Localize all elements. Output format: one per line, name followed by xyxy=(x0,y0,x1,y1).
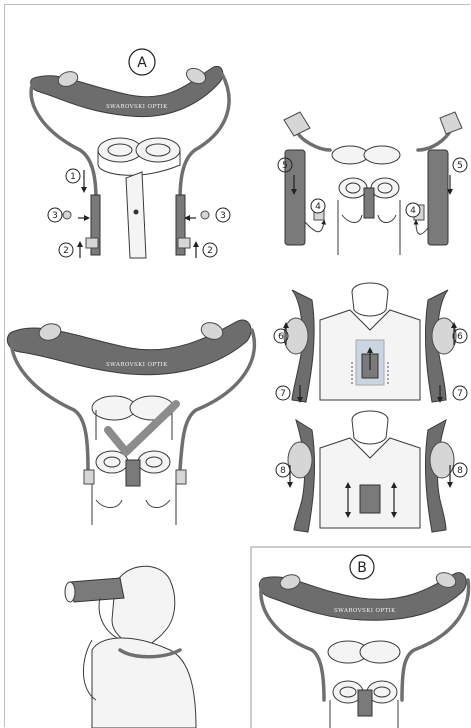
step-1-label: 1 xyxy=(70,172,76,182)
step-2-label-left: 2 xyxy=(63,246,69,256)
step-7-label-left: 7 xyxy=(280,389,286,399)
step-6-label-left: 6 xyxy=(278,332,284,342)
section-b-label: B xyxy=(357,560,367,576)
step-2-label-right: 2 xyxy=(207,246,213,256)
step-5-label-right: 5 xyxy=(457,161,463,171)
step-8-label-right: 8 xyxy=(457,466,463,476)
step-4-label-right: 4 xyxy=(410,206,416,216)
step-4-label-left: 4 xyxy=(315,202,321,212)
section-a-label: A xyxy=(137,55,147,71)
step-7-label-right: 7 xyxy=(457,389,463,399)
step-3-label-left: 3 xyxy=(52,211,58,221)
step-5-label-left: 5 xyxy=(282,161,288,171)
step-8-label-left: 8 xyxy=(280,466,286,476)
step-3-label-right: 3 xyxy=(220,211,226,221)
step-6-label-right: 6 xyxy=(457,332,463,342)
